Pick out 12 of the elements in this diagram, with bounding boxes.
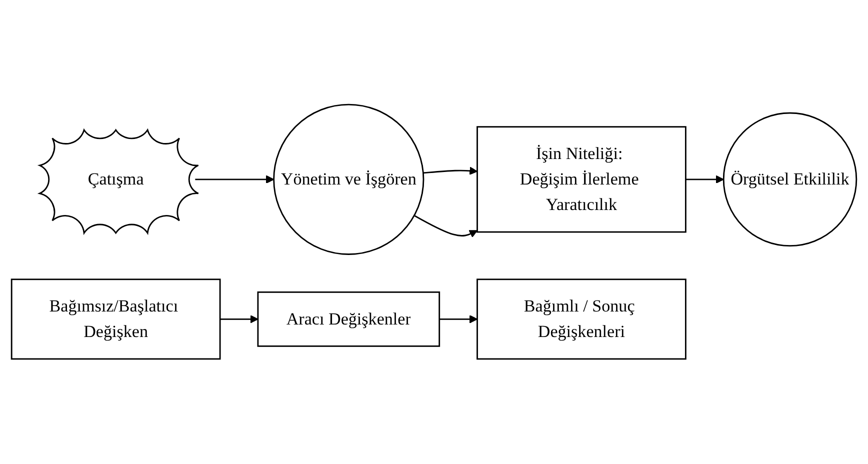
arrow xyxy=(439,315,478,324)
node-circle: Yönetim ve İşgören xyxy=(273,104,424,256)
node-box: Bağımlı / Sonuç Değişkenleri xyxy=(476,278,686,360)
arrow xyxy=(423,166,478,176)
arrow xyxy=(195,175,274,184)
node-box: İşin Niteliği: Değişim İlerleme Yaratıcılık xyxy=(476,126,686,233)
arrow xyxy=(220,315,258,324)
node-box: Bağımsız/Başlatıcı Değişken xyxy=(10,278,221,360)
arrow xyxy=(414,215,478,238)
arrow xyxy=(686,175,724,184)
node-circle: Örgütsel Etkililik xyxy=(722,112,858,247)
node-box: Aracı Değişkenler xyxy=(257,292,440,348)
